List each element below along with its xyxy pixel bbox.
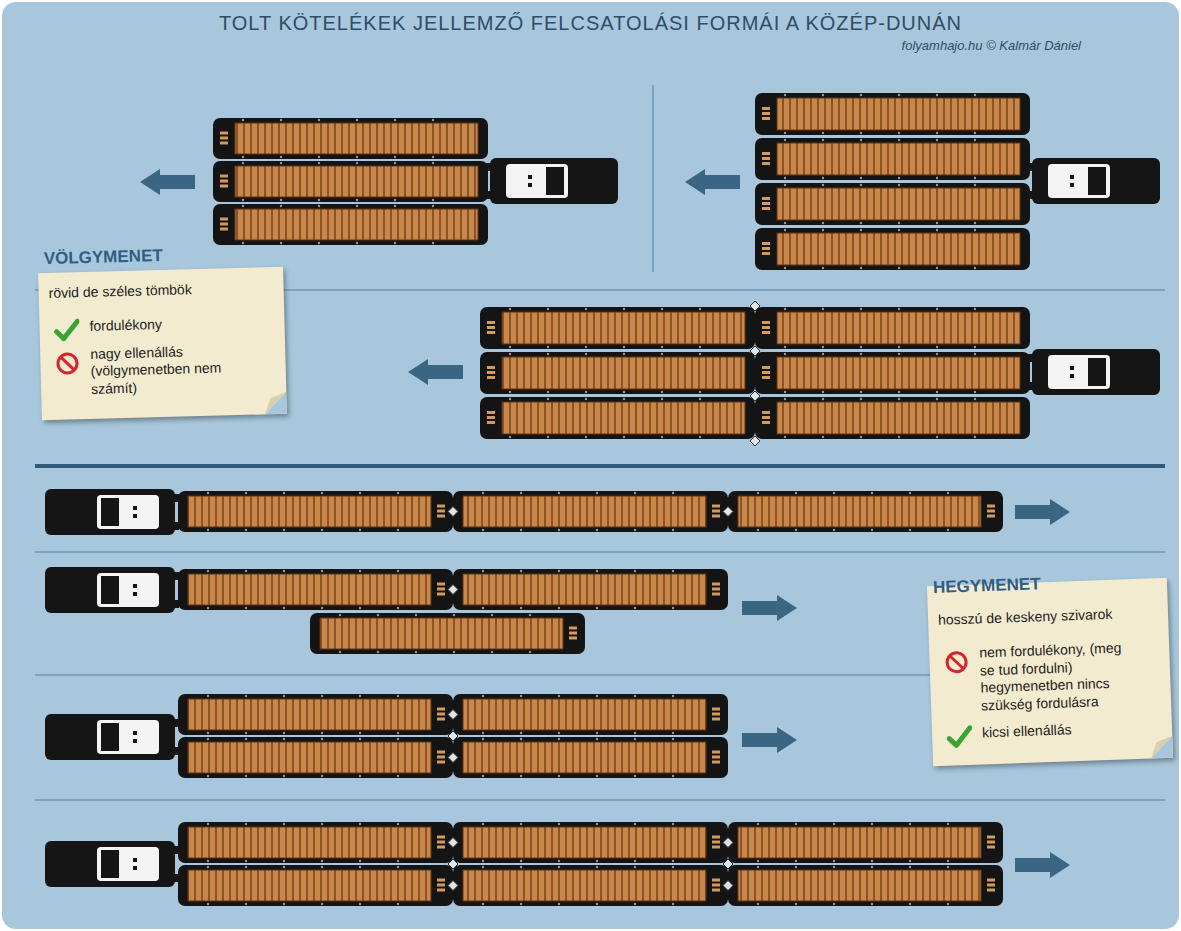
- coupler: [723, 507, 733, 517]
- coupler: [750, 301, 760, 311]
- coupler: [750, 346, 760, 356]
- barge: [178, 822, 453, 863]
- direction-arrow: [1015, 499, 1070, 525]
- pusher-boat: [45, 841, 179, 887]
- prohibited-icon: [943, 649, 970, 676]
- note-item-text: kicsi ellenállás: [982, 719, 1143, 742]
- coupler: [723, 859, 733, 869]
- barge: [178, 865, 453, 906]
- pusher-boat: [486, 158, 618, 204]
- divider: [35, 799, 1165, 801]
- barge: [453, 737, 728, 778]
- sticky-note: VÖLGYMENETrövid de széles tömbökfordulék…: [38, 267, 287, 420]
- pusher-boat: [45, 489, 179, 535]
- pusher-boat: [45, 714, 179, 760]
- folded-corner: [264, 392, 287, 415]
- coupler: [448, 838, 458, 848]
- coupler: [723, 881, 733, 891]
- note-item: nem fordulékony, (meg se tud fordulni) h…: [929, 638, 1171, 716]
- barge: [728, 491, 1003, 532]
- barge: [755, 183, 1030, 225]
- folded-corner: [1150, 736, 1173, 759]
- divider: [652, 85, 654, 272]
- barge: [755, 307, 1030, 349]
- prohibited-icon: [54, 350, 81, 377]
- coupler: [448, 881, 458, 891]
- barge: [453, 865, 728, 906]
- pusher-boat: [45, 567, 179, 613]
- pusher-boat: [1028, 349, 1160, 395]
- coupler: [750, 436, 760, 446]
- note-subtitle: hosszú de keskeny szivarok: [927, 578, 1169, 636]
- sticky-note: HEGYMENEThosszú de keskeny szivaroknem f…: [927, 578, 1173, 766]
- credit: folyamhajo.hu © Kalmár Dániel: [902, 38, 1081, 53]
- barge: [178, 694, 453, 735]
- barge: [755, 138, 1030, 180]
- coupler: [448, 731, 458, 741]
- direction-arrow: [408, 359, 463, 385]
- check-icon: [946, 725, 973, 752]
- note-item-text: nem fordulékony, (meg se tud fordulni) h…: [979, 639, 1141, 715]
- barge: [755, 352, 1030, 394]
- coupler: [448, 507, 458, 517]
- barge: [728, 822, 1003, 863]
- coupler: [723, 838, 733, 848]
- barge: [453, 569, 728, 610]
- coupler: [448, 710, 458, 720]
- direction-arrow: [742, 595, 797, 621]
- divider: [35, 551, 1165, 553]
- barge: [480, 307, 755, 349]
- coupler: [448, 859, 458, 869]
- title: TOLT KÖTELÉKEK JELLEMZŐ FELCSATOLÁSI FOR…: [0, 12, 1181, 35]
- check-icon: [53, 318, 80, 345]
- barge: [213, 161, 488, 202]
- barge: [453, 694, 728, 735]
- barge: [480, 397, 755, 439]
- barge: [178, 737, 453, 778]
- barge: [755, 228, 1030, 270]
- barge: [755, 93, 1030, 135]
- barge: [178, 491, 453, 532]
- barge: [213, 118, 488, 159]
- direction-arrow: [685, 169, 740, 195]
- coupler: [750, 391, 760, 401]
- barge: [453, 491, 728, 532]
- barge: [178, 569, 453, 610]
- direction-arrow: [140, 169, 195, 195]
- barge: [728, 865, 1003, 906]
- direction-arrow: [742, 727, 797, 753]
- coupler: [448, 585, 458, 595]
- barge: [453, 822, 728, 863]
- note-item-text: nagy ellenállás (völgymenetben nem számí…: [90, 341, 241, 397]
- note-item: kicsi ellenállás: [932, 718, 1172, 744]
- note-item-text: fordulékony: [89, 314, 239, 335]
- pusher-boat: [1028, 158, 1160, 204]
- note-heading: HEGYMENET: [933, 574, 1041, 598]
- barge: [755, 397, 1030, 439]
- coupler: [448, 753, 458, 763]
- barge: [310, 613, 585, 654]
- note-item: fordulékony: [39, 313, 284, 337]
- note-heading: VÖLGYMENET: [43, 246, 162, 269]
- direction-arrow: [1015, 852, 1070, 878]
- main-divider: [35, 464, 1165, 468]
- note-item: nagy ellenállás (völgymenetben nem számí…: [40, 340, 286, 399]
- note-subtitle: rövid de széles tömbök: [38, 267, 284, 309]
- barge: [480, 352, 755, 394]
- barge: [213, 204, 488, 245]
